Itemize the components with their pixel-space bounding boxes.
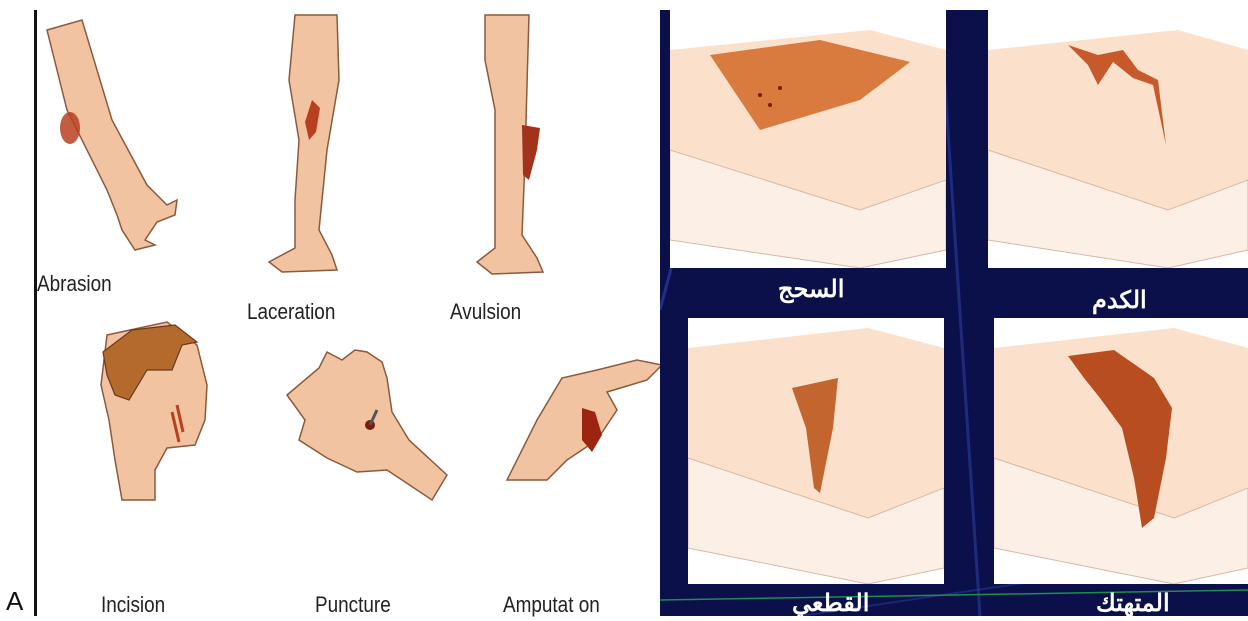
avulsion-leg-illustration	[477, 15, 543, 274]
avulsion-wound	[522, 125, 540, 180]
tile-incised	[688, 318, 944, 584]
label-avulsion: Avulsion	[450, 299, 521, 325]
label-bottom-right: المتهتك	[1096, 588, 1170, 616]
skin-block-bruise	[988, 10, 1248, 268]
tile-abrasion	[670, 10, 946, 268]
tile-lacerated	[994, 318, 1248, 584]
amputation-hand-illustration	[507, 360, 660, 480]
abrasion-arm-illustration	[47, 20, 177, 250]
label-incision: Incision	[101, 592, 165, 618]
label-puncture: Puncture	[315, 592, 391, 618]
laceration-leg-illustration	[269, 15, 339, 272]
abrasion-wound	[60, 112, 80, 144]
panel-letter: A	[6, 588, 23, 614]
label-amputation: Amputat on	[503, 592, 600, 618]
label-top-left: السحج	[778, 274, 844, 303]
incision-face-illustration	[101, 322, 207, 500]
tile-bruise	[988, 10, 1248, 268]
skin-block-lacerated	[994, 318, 1248, 584]
label-abrasion: Abrasion	[37, 271, 112, 297]
right-panel-arabic-wounds: السحج الكدم القطعي المتهتك	[660, 10, 1248, 616]
wound-illustrations	[37, 0, 660, 616]
puncture-hand-illustration	[287, 350, 447, 500]
label-laceration: Laceration	[247, 299, 335, 325]
label-top-right: الكدم	[1092, 285, 1147, 314]
left-panel-illustrations: Abrasion Laceration Avulsion Incision Pu…	[37, 0, 660, 616]
skin-block-incised	[688, 318, 944, 584]
label-bottom-left: القطعي	[792, 588, 869, 616]
skin-block-abrasion	[670, 10, 946, 268]
